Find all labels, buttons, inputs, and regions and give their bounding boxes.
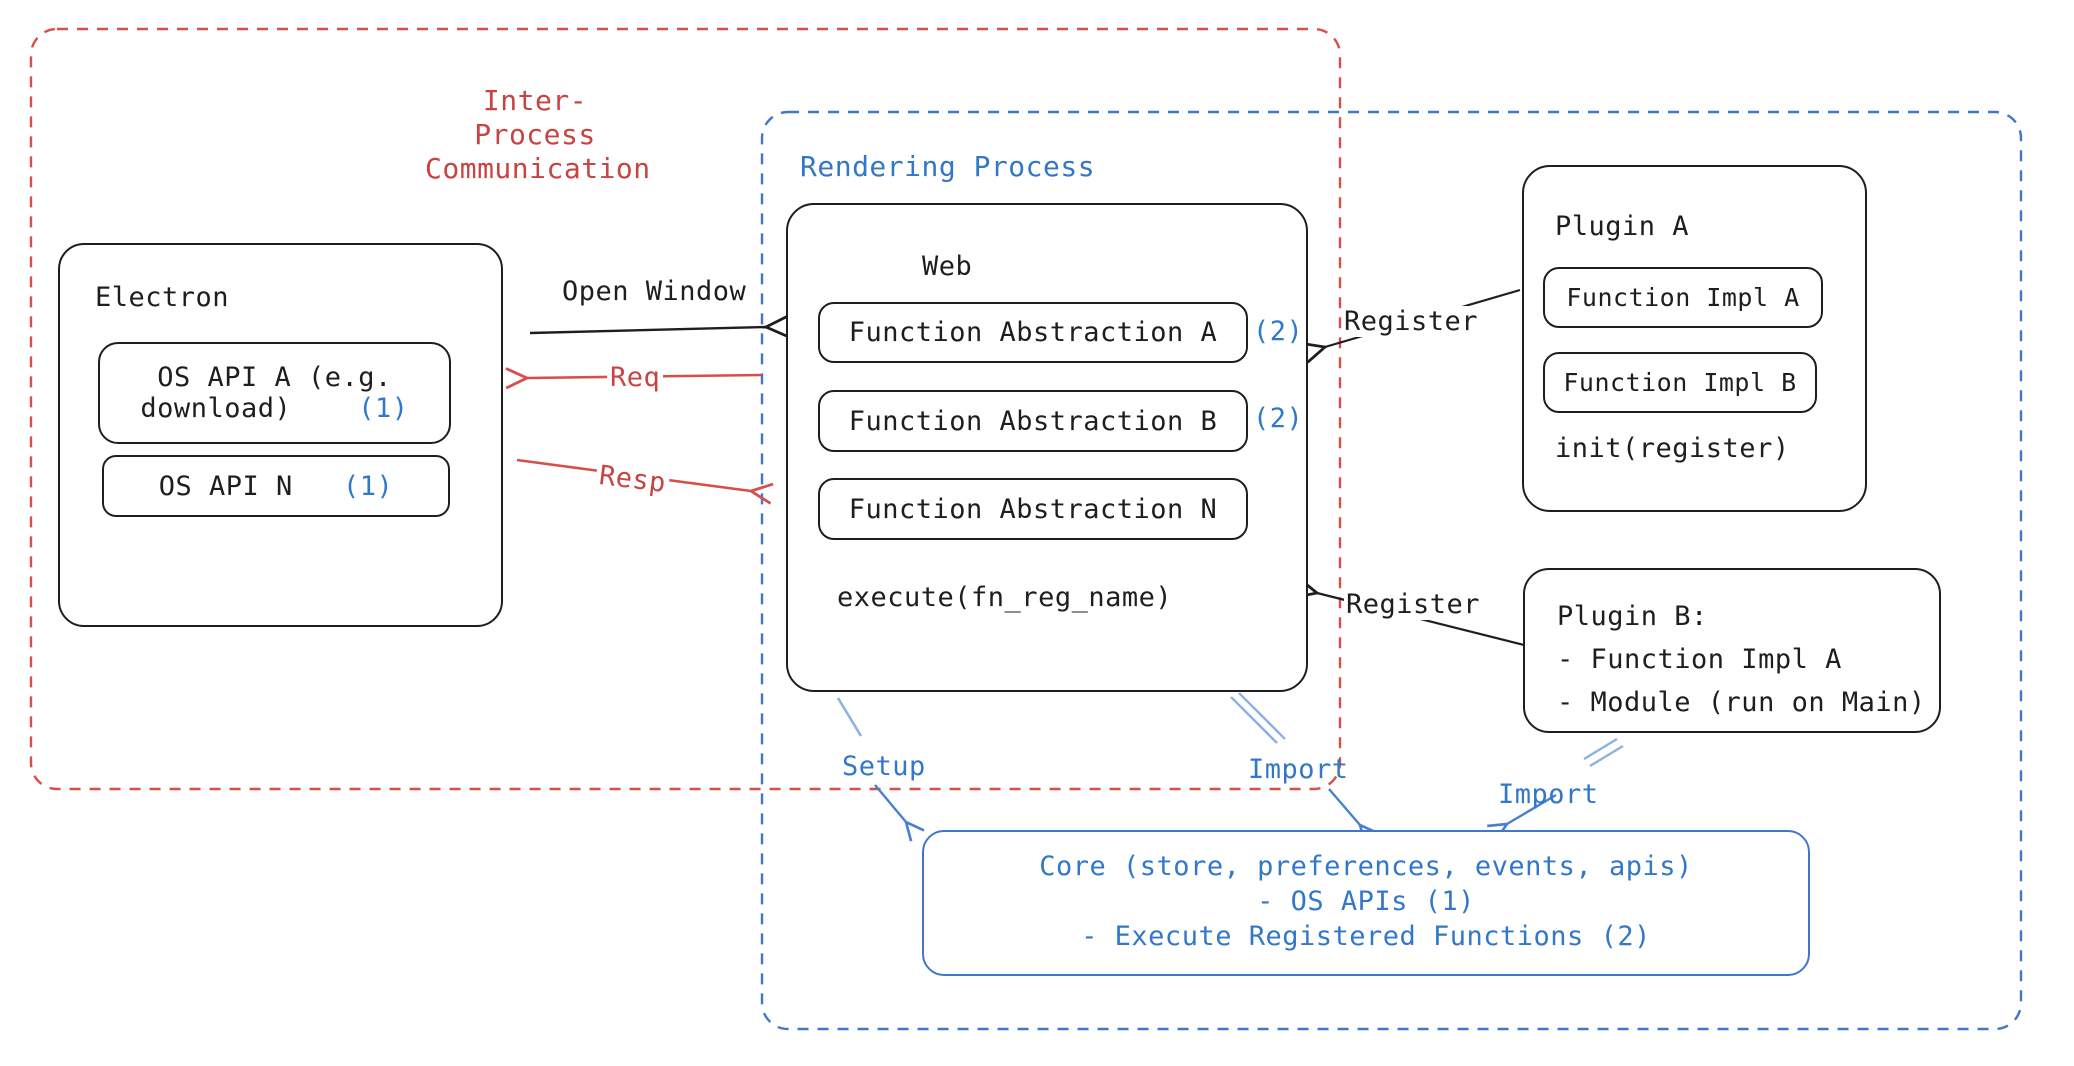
electron-title: Electron	[95, 282, 230, 313]
setup-label: Setup	[842, 751, 926, 782]
plugin-a-init-text: init(register)	[1555, 433, 1790, 464]
core-line2: - OS APIs (1)	[1257, 886, 1475, 917]
ipc-region-border	[29, 27, 1342, 791]
os-api-a-marker: (1)	[358, 393, 409, 424]
register-top-label: Register	[1342, 306, 1481, 337]
function-abstraction-a-node: Function Abstraction A	[818, 302, 1248, 363]
import-plugin-connector-line-2	[1583, 737, 1618, 761]
import-plugin-connector-line-1	[1589, 744, 1624, 768]
plugin-b-node: Plugin B: - Function Impl A - Module (ru…	[1523, 568, 1941, 733]
os-api-n-label: OS API N	[158, 470, 293, 502]
function-abstraction-n-node: Function Abstraction N	[818, 478, 1248, 540]
electron-node: Electron OS API A (e.g. download) (1) OS…	[58, 243, 503, 627]
open-window-arrow	[529, 315, 788, 338]
plugin-a-node: Plugin A Function Impl A Function Impl B…	[1522, 165, 1867, 512]
open-window-label: Open Window	[562, 276, 747, 307]
function-impl-b-node: Function Impl B	[1543, 352, 1817, 413]
import-web-connector-line-2	[1238, 692, 1286, 740]
plugin-b-title: Plugin B:	[1557, 601, 1708, 632]
plugin-b-item-module: - Module (run on Main)	[1557, 687, 1926, 718]
function-impl-a-node: Function Impl A	[1543, 267, 1823, 328]
os-api-a-line1: OS API A (e.g.	[157, 362, 392, 393]
core-line1: Core (store, preferences, events, apis)	[1039, 851, 1693, 882]
ipc-region-label: Inter-Process Communication	[425, 84, 651, 186]
execute-call-text: execute(fn_reg_name)	[837, 582, 1173, 613]
setup-connector-line	[836, 697, 863, 737]
os-api-a-label: download)	[140, 393, 292, 424]
rendering-region-label: Rendering Process	[800, 150, 1096, 183]
core-line3: - Execute Registered Functions (2)	[1081, 921, 1651, 952]
import-web-label: Import	[1248, 754, 1349, 785]
web-title: Web	[922, 251, 973, 282]
plugin-b-item-impl-a: - Function Impl A	[1557, 644, 1842, 675]
import-plugin-arrow	[1487, 793, 1557, 842]
import-web-arrow	[1328, 788, 1379, 845]
function-abstraction-b-marker: (2)	[1253, 403, 1304, 434]
plugin-a-title: Plugin A	[1555, 211, 1690, 242]
ipc-region-label-line1: Inter-Process	[474, 84, 596, 151]
import-plugin-label: Import	[1498, 779, 1599, 810]
rendering-region-border	[760, 110, 2023, 1031]
os-api-n-node: OS API N (1)	[102, 455, 450, 517]
ipc-region-label-line2: Communication	[425, 152, 651, 185]
import-web-connector-line-1	[1230, 696, 1278, 744]
web-node: Web Function Abstraction A Function Abst…	[786, 203, 1308, 692]
os-api-a-line2: download) (1)	[140, 393, 408, 424]
os-api-n-marker: (1)	[343, 470, 394, 502]
function-abstraction-b-node: Function Abstraction B	[818, 390, 1248, 452]
core-node: Core (store, preferences, events, apis) …	[922, 830, 1810, 976]
register-bottom-label: Register	[1344, 589, 1483, 620]
req-label: Req	[607, 362, 664, 393]
os-api-a-node: OS API A (e.g. download) (1)	[98, 342, 451, 444]
function-abstraction-a-marker: (2)	[1253, 316, 1304, 347]
setup-arrow	[874, 784, 925, 842]
